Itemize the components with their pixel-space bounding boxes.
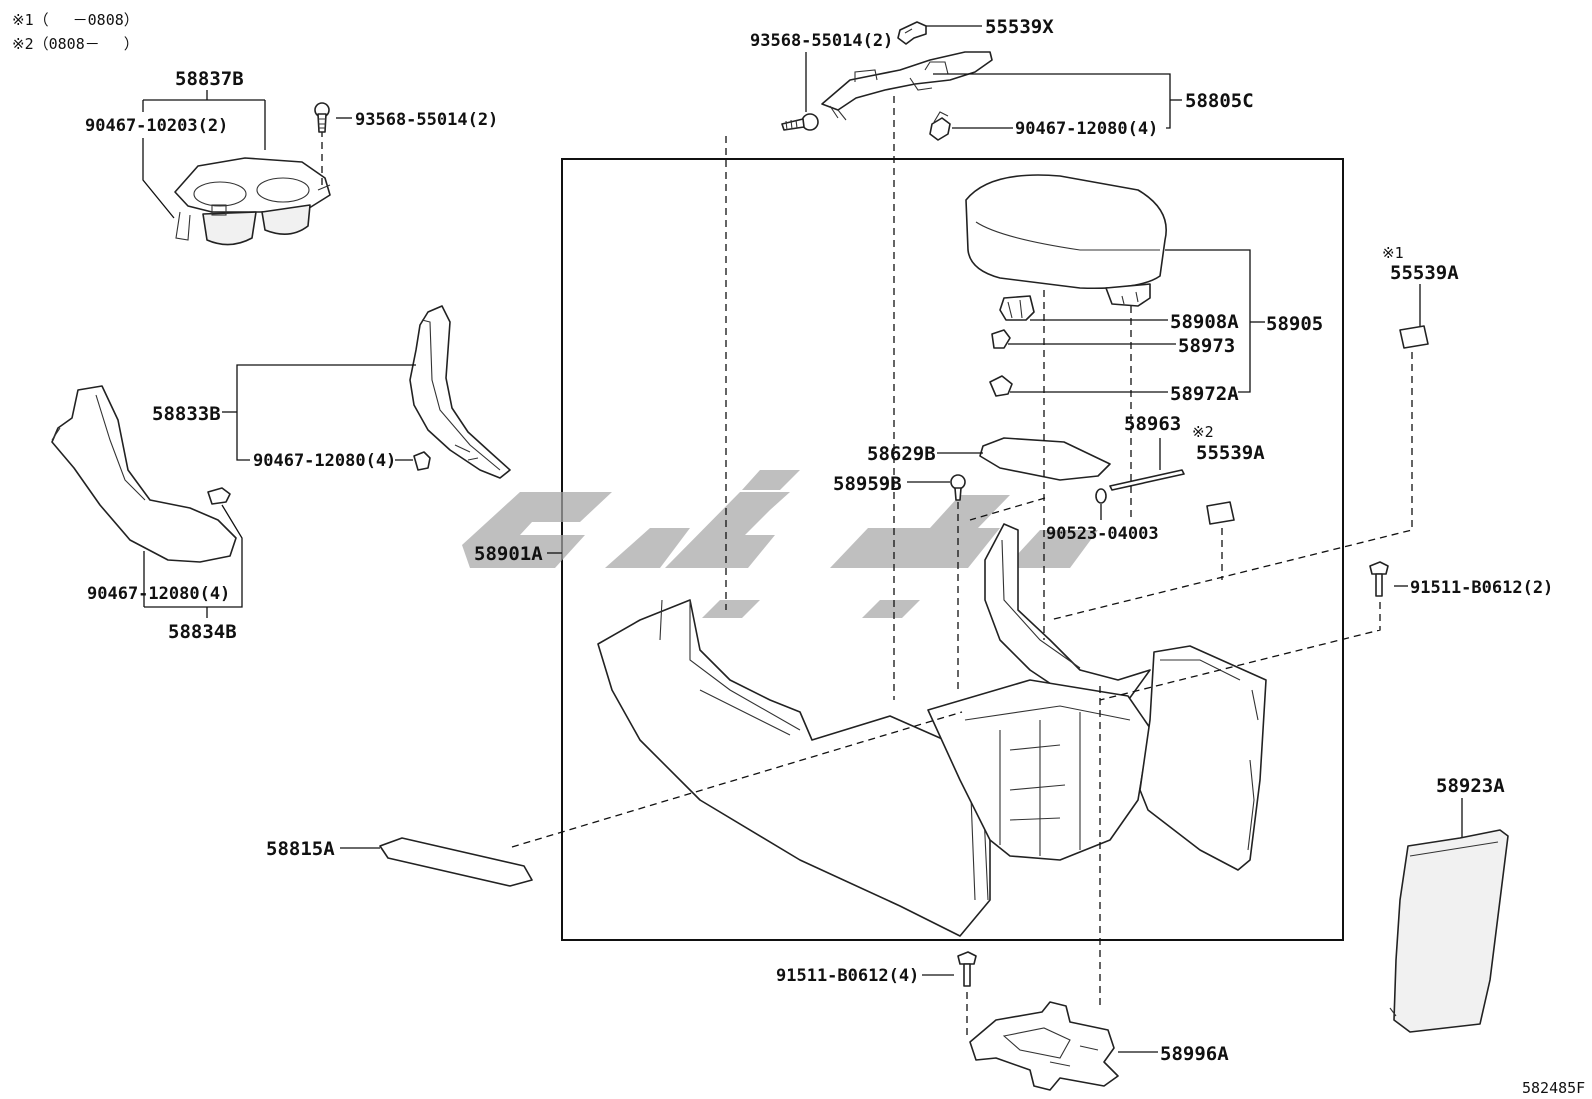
mark-2: ※2 — [1192, 423, 1214, 441]
label-58972A: 58972A — [1170, 383, 1239, 405]
part-55539A-2 — [1206, 501, 1235, 525]
part-58908A — [999, 295, 1035, 321]
label-58837B: 58837B — [175, 68, 244, 90]
part-58805C-bracket — [821, 51, 993, 121]
note-1: ※1（ －0808） — [12, 11, 139, 29]
clip-90467-12080-mid — [413, 451, 431, 471]
part-58996A-bracket — [969, 1001, 1119, 1091]
label-93568-55014-top: 93568-55014(2) — [750, 31, 893, 51]
label-58905: 58905 — [1266, 313, 1323, 335]
label-93568-55014-left: 93568-55014(2) — [355, 110, 498, 130]
part-58973 — [991, 329, 1011, 349]
label-90467-12080-mid: 90467-12080(4) — [253, 451, 396, 471]
part-58834B-panel — [51, 385, 237, 563]
part-58959B — [950, 474, 966, 501]
label-58996A: 58996A — [1160, 1043, 1229, 1065]
label-58908A: 58908A — [1170, 311, 1239, 333]
label-90467-12080-low: 90467-12080(4) — [87, 584, 230, 604]
label-55539A-2: 55539A — [1196, 442, 1265, 464]
part-58833B-panel — [409, 305, 511, 479]
screw-93568-55014-top — [781, 113, 819, 131]
label-58805C: 58805C — [1185, 90, 1254, 112]
part-58923A-cover — [1389, 829, 1509, 1033]
part-55539X — [897, 21, 927, 45]
part-58837B-cupholder — [174, 157, 331, 246]
bolt-91511-B0612-2 — [1369, 561, 1389, 597]
label-58834B: 58834B — [168, 621, 237, 643]
part-58815A-mat — [379, 837, 533, 887]
label-58973: 58973 — [1178, 335, 1235, 357]
label-58923A: 58923A — [1436, 775, 1505, 797]
part-58972A — [989, 375, 1013, 397]
label-90523-04003: 90523-04003 — [1046, 524, 1159, 544]
label-58959B: 58959B — [833, 473, 902, 495]
clip-90467-12080-low — [207, 487, 231, 505]
label-91511-B0612-2: 91511-B0612(2) — [1410, 578, 1553, 598]
part-90523-04003 — [1095, 488, 1107, 504]
part-58905-armrest — [965, 174, 1167, 307]
mark-1: ※1 — [1382, 244, 1404, 262]
label-58815A: 58815A — [266, 838, 335, 860]
label-90467-12080-top: 90467-12080(4) — [1015, 119, 1158, 139]
label-91511-B0612-4: 91511-B0612(4) — [776, 966, 919, 986]
label-55539X: 55539X — [985, 16, 1054, 38]
note-2: ※2（0808－ ） — [12, 35, 139, 53]
label-58833B: 58833B — [152, 403, 221, 425]
part-55539A-1 — [1399, 325, 1429, 349]
label-55539A-1: 55539A — [1390, 262, 1459, 284]
part-58963-strip — [1109, 469, 1185, 491]
screw-93568-55014-left — [314, 102, 330, 133]
label-58901A: 58901A — [474, 543, 543, 565]
diagram-id: 582485F — [1522, 1079, 1585, 1097]
clip-90467-12080-top — [929, 111, 951, 141]
label-58963: 58963 — [1124, 413, 1181, 435]
label-58629B: 58629B — [867, 443, 936, 465]
bolt-91511-B0612-4 — [957, 951, 977, 987]
part-58901A-console — [597, 523, 1267, 937]
label-90467-10203: 90467-10203(2) — [85, 116, 228, 136]
watermark-logo — [462, 470, 1098, 618]
part-58629B — [979, 437, 1111, 481]
